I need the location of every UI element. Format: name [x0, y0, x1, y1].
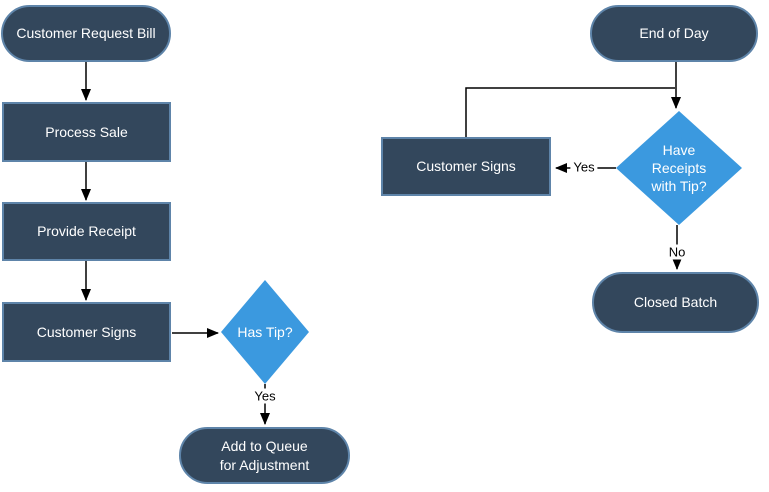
edge-label-no: No	[665, 244, 689, 260]
process-customer-signs-right[interactable]: Customer Signs	[381, 137, 551, 196]
node-label: Process Sale	[45, 123, 128, 140]
node-label-line1: Add to Queue	[221, 438, 308, 455]
process-process-sale[interactable]: Process Sale	[2, 102, 171, 162]
node-label-line3: with Tip?	[651, 178, 707, 195]
node-label: Customer Signs	[36, 323, 137, 340]
node-label-line2: for Adjustment	[219, 456, 310, 473]
terminator-closed-batch[interactable]: Closed Batch	[592, 272, 759, 333]
node-label: Customer Signs	[416, 158, 516, 175]
node-label: Has Tip?	[237, 323, 293, 340]
terminator-end-of-day[interactable]: End of Day	[590, 5, 758, 62]
node-label-line2: Receipts	[651, 159, 707, 176]
edge-label-yes-right: Yes	[570, 159, 598, 175]
node-label-line1: Have	[662, 141, 696, 158]
process-provide-receipt[interactable]: Provide Receipt	[2, 202, 171, 261]
node-label: Provide Receipt	[37, 223, 136, 240]
terminator-customer-request-bill[interactable]: Customer Request Bill	[1, 5, 171, 62]
process-customer-signs-left[interactable]: Customer Signs	[2, 302, 171, 362]
node-label: Customer Request Bill	[16, 25, 156, 42]
node-label: End of Day	[639, 25, 709, 42]
edge-label-yes-left: Yes	[251, 388, 279, 404]
node-label: Closed Batch	[633, 294, 718, 311]
terminator-add-to-queue-for-adjustment[interactable]: Add to Queue for Adjustment	[179, 427, 350, 484]
connector-customer-signs-loop-back	[465, 87, 675, 137]
